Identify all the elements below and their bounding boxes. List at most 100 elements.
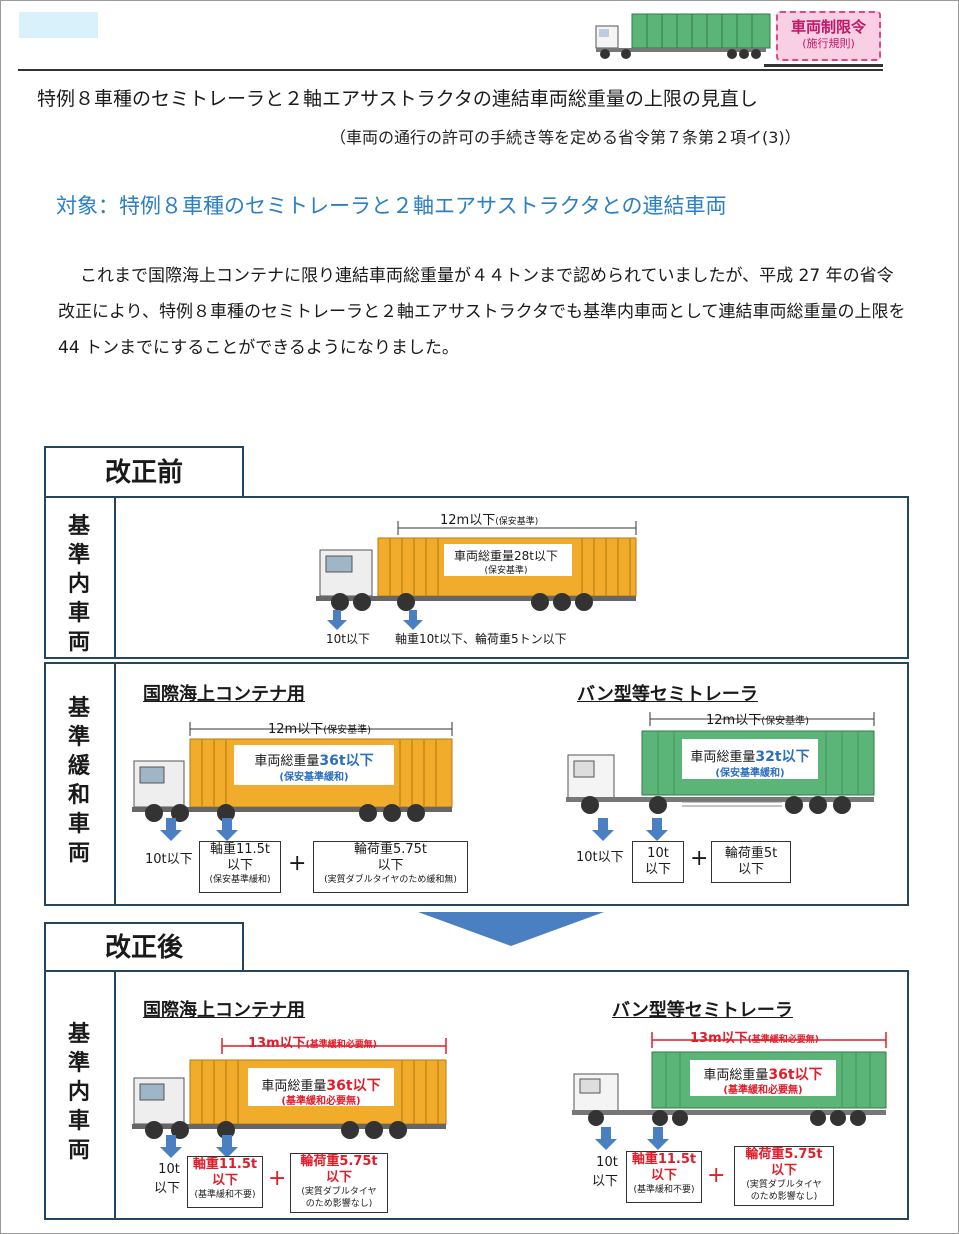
box-note1: (実質ダブルタイヤ [301,1187,377,1197]
box-line1: 10t [647,846,669,861]
before-van-gross-note: (保安基準緩和) [715,768,785,779]
before-van-gross: 車両総重量32t以下 [682,746,818,766]
gross-prefix: 車両総重量 [703,1068,769,1083]
header-tag [19,12,98,38]
before-container-length: 12m以下(保安基準) [268,718,371,737]
before-relaxed-label-cell: 基準緩和車両 [46,664,116,904]
intro-paragraph: これまで国際海上コンテナに限り連結車両総重量が４４トンまで認められていましたが、… [58,266,906,358]
box-note: (保安基準緩和) [209,875,271,885]
box-line2: 以下 [325,1170,352,1185]
after-container-length: 13m以下(基準緩和必要無) [248,1032,377,1051]
gross-value: 36t以下 [326,1078,381,1094]
box-line1: 輪荷重5.75t [353,842,428,857]
before-standard-arrows [327,610,423,630]
gross-value: 32t以下 [755,749,810,765]
before-van-arrows [592,818,668,841]
gross-prefix: 車両総重量 [261,1079,327,1094]
after-van-front-axle: 10t 以下 [592,1155,618,1189]
plus-sign: + [288,851,307,876]
after-van-length: 13m以下(基準緩和必要無) [690,1027,819,1046]
after-van-arrows [595,1127,669,1150]
length-value: 13m以下 [248,1036,306,1051]
before-standard-truck [316,521,637,611]
after-van-truck [572,1032,887,1126]
length-value: 12m以下 [440,513,496,528]
box-note2: のため影響なし) [305,1199,373,1209]
box-line2: 以下 [211,1173,238,1188]
gross-value: 36t以下 [319,753,374,769]
after-container-gross-note: (基準緩和必要無) [281,1096,361,1107]
before-standard-front-axle: 10t以下 [326,632,370,646]
header-rule-short [764,64,883,67]
box-line2: 以下 [377,858,404,873]
page-title: 特例８車種のセミトレーラと２軸エアサストラクタの連結車両総重量の上限の見直し [37,88,758,110]
length-note: (基準緩和必要無) [305,1040,377,1050]
law-badge: 車両制限令 (施行規則) [776,11,881,61]
box-line1: 輪荷重5.75t [300,1154,378,1169]
after-container-heading: 国際海上コンテナ用 [143,1000,305,1021]
front-axle-line1: 10t [596,1155,618,1170]
after-row-label: 基準内車両 [67,1022,90,1163]
before-relaxed-row-label: 基準緩和車両 [67,696,90,866]
before-standard-length: 12m以下(保安基準) [440,509,538,528]
box-line1: 輪荷重5t [724,846,778,861]
page-subtitle: （車両の通行の許可の手続き等を定める省令第７条第２項イ(3)） [330,128,801,147]
before-container-truck [132,722,453,822]
before-standard-gross-note: (保安基準) [484,566,528,576]
gross-value: 36t以下 [768,1067,823,1083]
after-label-cell: 基準内車両 [46,972,116,1218]
length-note: (基準緩和必要無) [747,1035,819,1045]
length-value: 12m以下 [706,713,762,728]
before-container-gross: 車両総重量36t以下 [236,750,392,770]
header-rule [18,69,883,71]
before-container-wheel-box: 輪荷重5.75t 以下 (実質ダブルタイヤのため緩和無) [313,841,468,893]
after-container-wheel-box: 輪荷重5.75t 以下 (実質ダブルタイヤ のため影響なし) [290,1153,388,1213]
front-axle-line1: 10t [158,1162,180,1177]
after-van-axle-box: 軸重11.5t 以下 (基準緩和不要) [626,1151,702,1203]
target-heading: 対象：特例８車種のセミトレーラと２軸エアサストラクタとの連結車両 [56,194,727,218]
gross-prefix: 車両総重量 [690,750,756,765]
after-container-front-axle: 10t 以下 [154,1162,180,1196]
after-van-wheel-box: 輪荷重5.75t 以下 (実質ダブルタイヤ のため影響なし) [734,1146,834,1206]
before-container-gross-note: (保安基準緩和) [279,772,349,783]
after-container-arrows [160,1135,238,1158]
before-van-length: 12m以下(保安基準) [706,709,809,728]
length-note: (保安基準) [495,517,539,527]
before-standard-panel: 基準内車両 [44,496,909,659]
after-container-truck [132,1038,447,1139]
after-van-gross: 車両総重量36t以下 [690,1064,836,1084]
box-note: (実質ダブルタイヤのため緩和無) [324,875,457,885]
tab-before: 改正前 [44,446,244,498]
before-standard-label-cell: 基準内車両 [46,498,116,657]
front-axle-line2: 以下 [154,1181,181,1196]
box-note: (基準緩和不要) [194,1190,256,1200]
length-note: (保安基準) [761,716,810,727]
length-note: (保安基準) [323,725,372,736]
after-container-axle-box: 軸重11.5t 以下 (基準緩和不要) [187,1156,263,1208]
box-line2: 以下 [226,858,253,873]
before-van-axle-box: 10t 以下 [632,841,684,883]
before-van-heading: バン型等セミトレーラ [577,684,758,705]
box-line2: 以下 [737,862,764,877]
plus-sign: + [268,1166,287,1191]
after-van-heading: バン型等セミトレーラ [612,1000,793,1021]
before-van-front-axle: 10t以下 [576,850,624,865]
length-value: 13m以下 [690,1031,748,1046]
before-van-wheel-box: 輪荷重5t 以下 [711,841,791,883]
before-container-front-axle: 10t以下 [145,852,193,867]
before-container-arrows [160,818,238,841]
badge-title: 車両制限令 [790,18,866,36]
badge-subtitle: (施行規則) [802,37,855,50]
box-line1: 軸重11.5t [192,1157,258,1172]
plus-sign: + [690,846,709,871]
box-line1: 輪荷重5.75t [745,1147,823,1162]
box-line2: 以下 [770,1163,797,1178]
box-line2: 以下 [644,862,671,877]
plus-sign: + [707,1163,726,1188]
before-standard-rear-axle: 軸重10t以下、輪荷重5トン以下 [395,632,567,646]
box-line2: 以下 [650,1168,677,1183]
before-standard-gross: 車両総重量28t以下 [454,549,558,563]
before-standard-row-label: 基準内車両 [67,514,90,655]
box-note1: (実質ダブルタイヤ [746,1180,822,1190]
box-line1: 軸重11.5t [209,842,271,857]
